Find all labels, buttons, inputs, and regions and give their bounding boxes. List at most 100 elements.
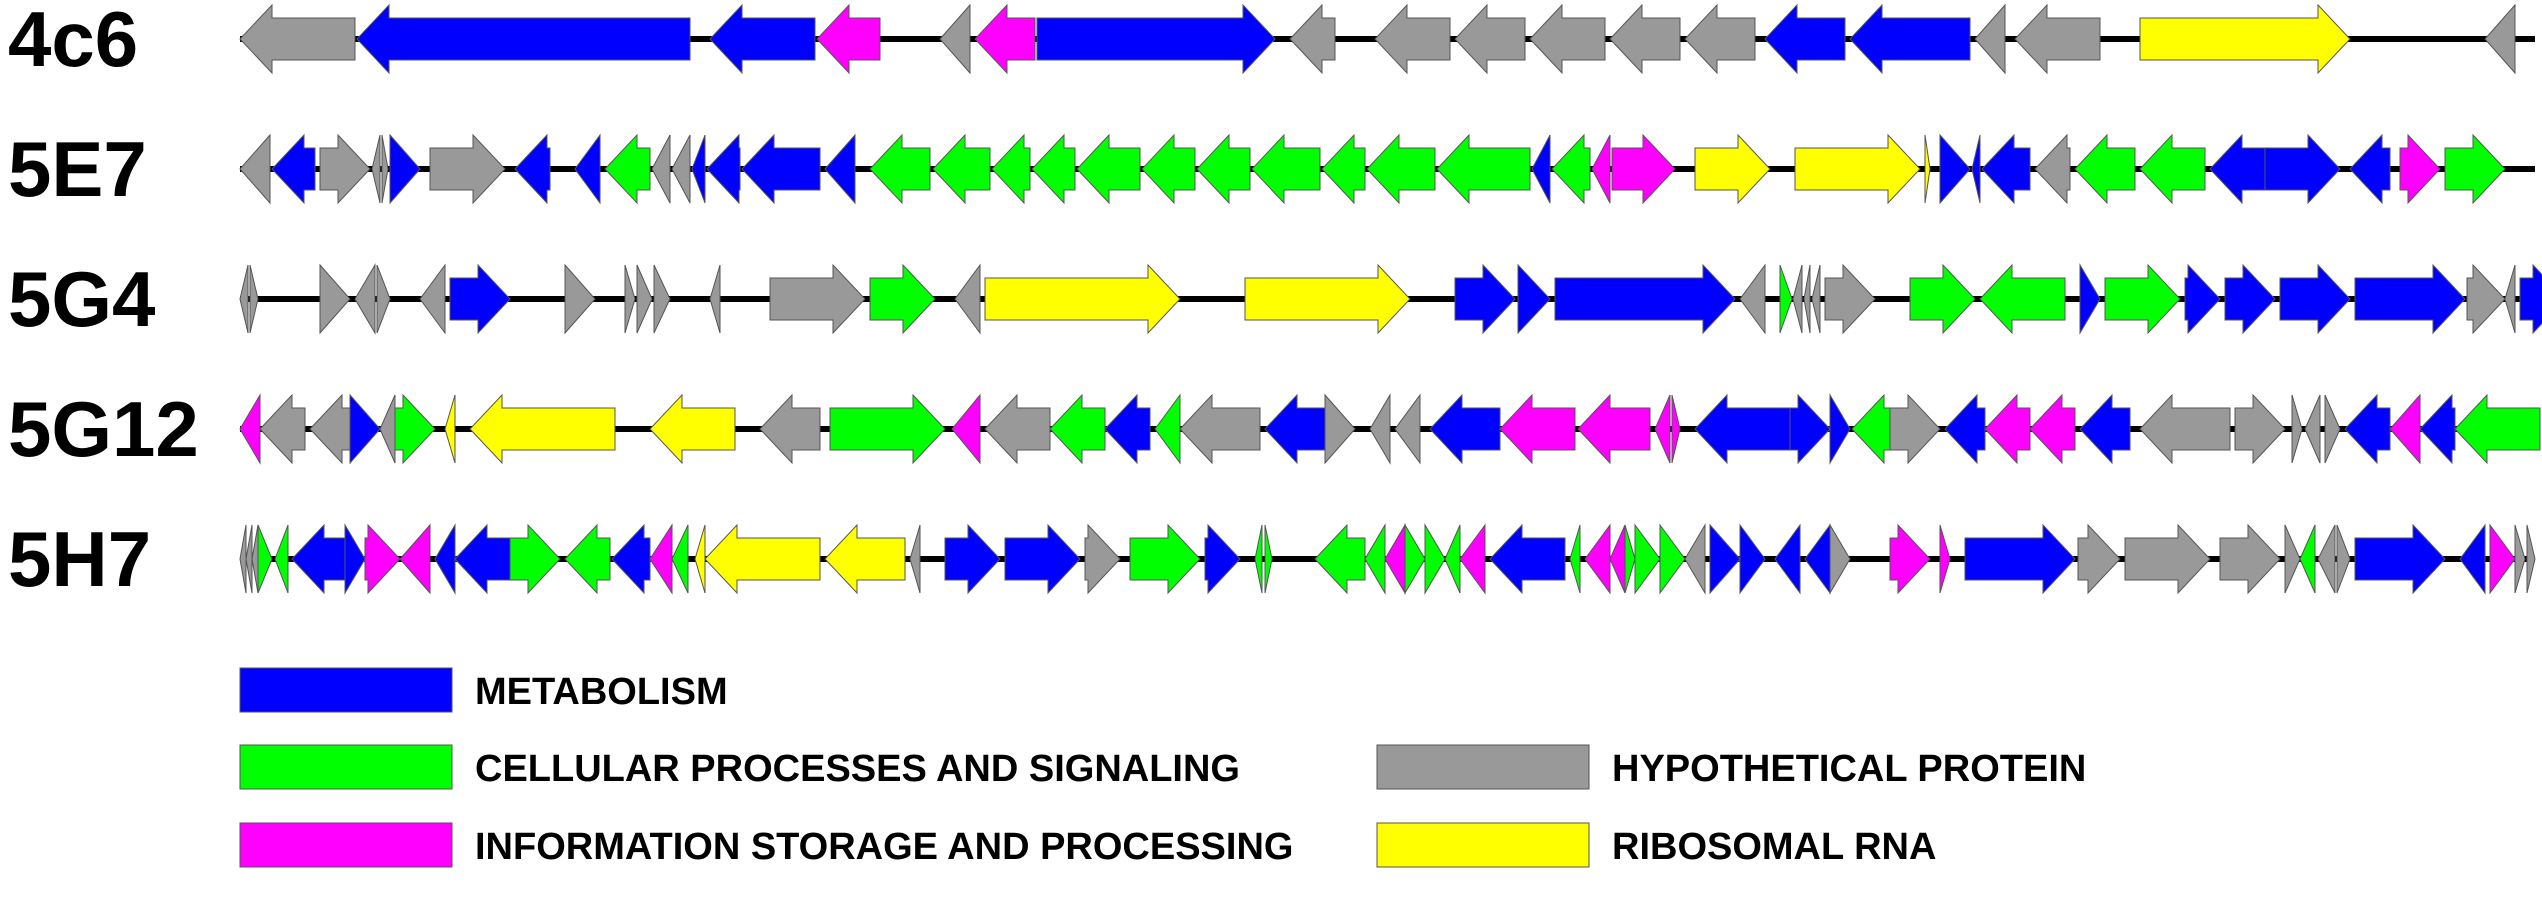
gene-arrow-hypothetical: [2324, 394, 2341, 464]
gene-arrow-cellular: [1076, 133, 1141, 205]
gene-arrow-information: [2399, 133, 2441, 205]
gene-arrow-metabolism: [2354, 523, 2446, 595]
gene-arrow-cellular: [1551, 133, 1591, 205]
gene-arrow-cellular: [1196, 133, 1251, 205]
gene-arrow-cellular: [1366, 133, 1436, 205]
gene-arrow-hypothetical: [319, 133, 371, 205]
gene-arrow-hypothetical: [2014, 3, 2101, 75]
gene-arrow-metabolism: [709, 3, 816, 75]
gene-arrow-hypothetical: [564, 263, 596, 335]
gene-arrow-ribosomal: [824, 523, 906, 595]
gene-arrow-metabolism: [2079, 393, 2131, 465]
gene-arrow-hypothetical: [651, 134, 671, 204]
gene-arrow-cellular: [1634, 523, 1661, 595]
gene-arrow-metabolism: [449, 263, 511, 335]
legend-label: RIBOSOMAL RNA: [1612, 826, 1936, 868]
gene-arrow-ribosomal: [704, 523, 821, 595]
gene-arrow-metabolism: [2459, 523, 2486, 595]
gene-arrow-hypothetical: [1811, 264, 1821, 334]
gene-arrow-hypothetical: [354, 263, 376, 335]
gene-arrow-metabolism: [1764, 3, 1846, 75]
gene-arrow-ribosomal: [984, 263, 1181, 335]
gene-arrow-hypothetical: [1974, 3, 2006, 75]
track-label: 5G12: [8, 385, 199, 473]
legend-item-metabolism: METABOLISM: [239, 667, 728, 713]
legend-item-cellular: CELLULAR PROCESSES AND SIGNALING: [239, 744, 1240, 790]
gene-arrow-cellular: [564, 523, 611, 595]
track-5g4: 5G4: [8, 255, 2542, 343]
gene-arrow-cellular: [1129, 523, 1201, 595]
gene-arrow-hypothetical: [2284, 524, 2301, 594]
gene-arrow-hypothetical: [939, 3, 971, 75]
gene-arrow-metabolism: [741, 133, 821, 205]
gene-arrow-cellular: [509, 523, 561, 595]
gene-arrow-information: [1499, 393, 1576, 465]
gene-arrow-metabolism: [454, 523, 511, 595]
gene-arrow-information: [1611, 133, 1676, 205]
gene-arrow-information: [1609, 524, 1626, 594]
gene-arrow-hypothetical: [239, 3, 356, 75]
gene-arrow-metabolism: [2264, 133, 2341, 205]
gene-arrow-ribosomal: [649, 393, 736, 465]
gene-arrow-information: [816, 3, 881, 75]
gene-arrow-hypothetical: [309, 393, 351, 465]
gene-arrow-metabolism: [1939, 133, 1971, 205]
gene-arrow-metabolism: [1739, 523, 1766, 595]
gene-arrow-hypothetical: [2219, 523, 2281, 595]
gene-arrow-cellular: [1404, 523, 1426, 595]
gene-arrow-metabolism: [344, 523, 366, 595]
gene-arrow-hypothetical: [429, 133, 506, 205]
gene-arrow-hypothetical: [1792, 264, 1803, 334]
track-label: 5E7: [8, 125, 147, 213]
gene-arrow-hypothetical: [624, 264, 636, 334]
gene-arrow-hypothetical: [2234, 393, 2286, 465]
gene-arrow-metabolism: [514, 133, 551, 205]
gene-arrow-hypothetical: [249, 264, 259, 334]
gene-arrow-hypothetical: [1829, 523, 1851, 595]
gene-arrow-metabolism: [2224, 263, 2276, 335]
gene-arrow-metabolism: [611, 523, 651, 595]
gene-arrow-hypothetical: [671, 134, 691, 204]
gene-arrow-hypothetical: [2504, 264, 2516, 334]
gene-arrow-cellular: [1031, 133, 1076, 205]
gene-arrow-cellular: [1979, 263, 2066, 335]
gene-arrow-metabolism: [2519, 263, 2542, 335]
gene-arrow-metabolism: [1849, 3, 1971, 75]
gene-arrow-hypothetical: [1324, 393, 1356, 465]
gene-arrow-hypothetical: [419, 263, 446, 335]
gene-arrow-metabolism: [2079, 263, 2101, 335]
gene-arrow-ribosomal: [694, 524, 706, 594]
legend-item-information: INFORMATION STORAGE AND PROCESSING: [239, 822, 1293, 868]
gene-arrow-metabolism: [1004, 523, 1081, 595]
gene-arrow-information: [1939, 524, 1951, 594]
gene-arrow-metabolism: [1774, 523, 1801, 595]
gene-arrow-cellular: [1154, 393, 1181, 465]
gene-arrow-information: [1584, 523, 1611, 595]
gene-arrow-hypothetical: [2139, 393, 2231, 465]
gene-arrow-hypothetical: [1739, 263, 1766, 335]
gene-arrow-hypothetical: [1803, 264, 1811, 334]
gene-arrow-ribosomal: [1794, 133, 1921, 205]
legend: METABOLISM CELLULAR PROCESSES AND SIGNALI…: [239, 667, 2086, 868]
gene-arrow-hypothetical: [376, 264, 391, 334]
gene-arrow-hypothetical: [381, 134, 389, 204]
gene-arrow-hypothetical: [2304, 394, 2321, 464]
gene-arrow-information: [974, 3, 1036, 75]
gene-arrow-hypothetical: [245, 524, 253, 594]
track-label: 4c6: [8, 0, 138, 83]
gene-arrow-cellular: [1251, 133, 1321, 205]
gene-arrow-metabolism: [1981, 133, 2031, 205]
legend-swatch: [1376, 822, 1590, 868]
gene-arrow-hypothetical: [259, 393, 306, 465]
gene-arrow-cellular: [1314, 523, 1366, 595]
gene-arrow-hypothetical: [1289, 3, 1336, 75]
gene-arrow-hypothetical: [769, 263, 866, 335]
gene-arrow-cellular: [869, 133, 931, 205]
gene-arrow-ribosomal: [469, 393, 616, 465]
legend-label: HYPOTHETICAL PROTEIN: [1612, 748, 2086, 790]
gene-arrow-cellular: [2104, 263, 2181, 335]
gene-arrow-information: [239, 393, 261, 465]
gene-arrow-metabolism: [1554, 263, 1736, 335]
gene-arrow-information: [1577, 393, 1651, 465]
